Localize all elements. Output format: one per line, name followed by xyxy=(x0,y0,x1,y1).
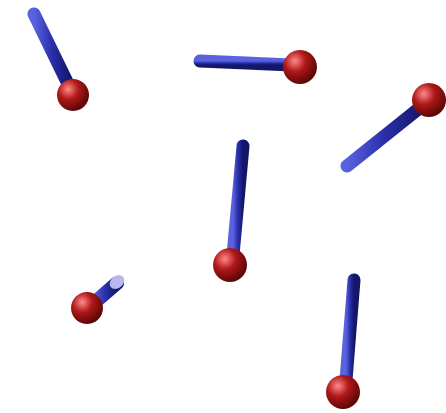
ball xyxy=(57,79,89,111)
ball xyxy=(213,248,247,282)
molecule-4 xyxy=(213,146,247,282)
ball xyxy=(71,292,103,324)
molecule-5 xyxy=(71,272,127,324)
ball xyxy=(326,375,360,409)
rod xyxy=(233,146,243,255)
molecule-3 xyxy=(347,83,446,166)
rod xyxy=(347,106,422,166)
rod xyxy=(346,280,354,380)
molecule-1 xyxy=(34,14,89,111)
molecule-6 xyxy=(326,280,360,409)
molecule-2 xyxy=(200,50,317,84)
rod xyxy=(34,14,70,88)
ball xyxy=(412,83,446,117)
rod xyxy=(200,61,292,65)
ball xyxy=(283,50,317,84)
